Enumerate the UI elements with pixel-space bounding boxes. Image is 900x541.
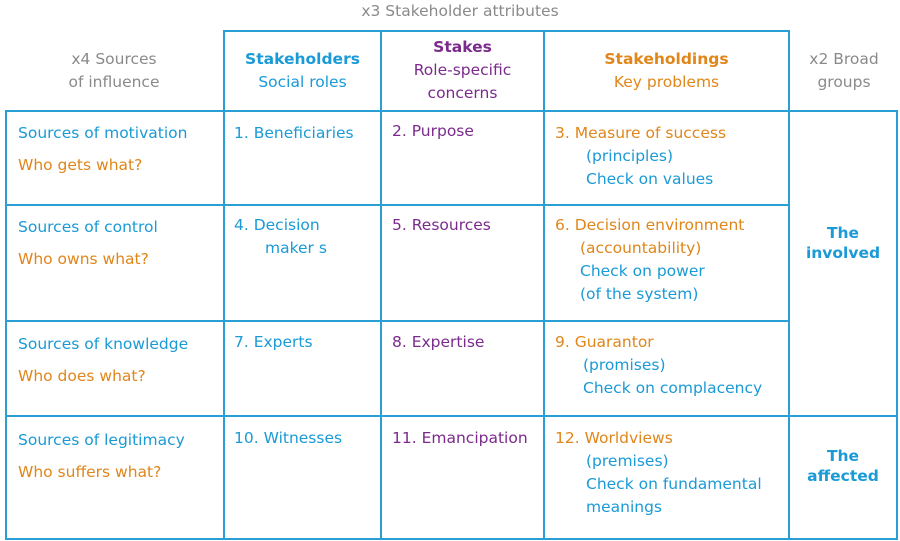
stakeholder-label: 7. Experts xyxy=(234,333,313,351)
stakeholding-title: (accountability) xyxy=(580,239,702,257)
groups-header-2: groups xyxy=(817,73,871,91)
stakeholding-detail: (principles) xyxy=(586,147,674,165)
stakeholding-detail: Check on complacency xyxy=(583,379,763,397)
grid-line xyxy=(5,320,790,322)
sources-header-2: of influence xyxy=(68,73,160,91)
source-label: Sources of legitimacy xyxy=(18,431,185,449)
stakeholding-title: 12. Worldviews xyxy=(555,429,673,447)
group-affected-2: affected xyxy=(807,467,879,485)
grid-line xyxy=(896,110,898,540)
stakeholding-title: 3. Measure of success xyxy=(555,124,727,142)
grid-line xyxy=(5,110,7,540)
stakeholding-detail: Check on fundamental xyxy=(586,475,762,493)
stake-label: 8. Expertise xyxy=(392,333,485,351)
group-involved-2: involved xyxy=(805,244,881,262)
stakes-subtitle-2: concerns xyxy=(427,84,498,102)
grid-line xyxy=(5,204,790,206)
stakeholdings-subtitle: Key problems xyxy=(613,73,720,91)
stakes-header: Stakes xyxy=(433,38,492,56)
grid-line xyxy=(380,30,382,540)
stakeholder-label: 10. Witnesses xyxy=(234,429,343,447)
question-label: Who does what? xyxy=(18,367,146,385)
grid-line xyxy=(223,30,225,540)
stakeholding-detail: Check on power xyxy=(580,262,705,280)
stakeholdings-header: Stakeholdings xyxy=(604,50,729,68)
question-label: Who gets what? xyxy=(18,156,143,174)
stakeholding-detail: Check on values xyxy=(586,170,714,188)
stakes-subtitle-1: Role-specific xyxy=(413,61,512,79)
grid-line xyxy=(543,30,545,540)
stakeholder-label: maker s xyxy=(265,239,327,257)
stakeholding-title: 9. Guarantor xyxy=(555,333,654,351)
grid-line xyxy=(5,415,898,417)
grid-line xyxy=(788,30,790,540)
source-label: Sources of control xyxy=(18,218,158,236)
attributes-header: x3 Stakeholder attributes xyxy=(361,2,559,20)
group-affected-1: The xyxy=(826,447,860,465)
stakeholding-detail: (of the system) xyxy=(580,285,699,303)
stakeholders-header: Stakeholders xyxy=(245,50,360,68)
stakeholding-detail: meanings xyxy=(586,498,663,516)
grid-line xyxy=(223,30,790,32)
source-label: Sources of knowledge xyxy=(18,335,189,353)
question-label: Who owns what? xyxy=(18,250,149,268)
group-involved-1: The xyxy=(826,224,860,242)
stakeholder-label: 4. Decision xyxy=(234,216,320,234)
stake-label: 2. Purpose xyxy=(392,122,474,140)
stake-label: 5. Resources xyxy=(392,216,491,234)
stakeholders-subtitle: Social roles xyxy=(258,73,347,91)
stake-label: 11. Emancipation xyxy=(392,429,528,447)
grid-line xyxy=(5,538,898,540)
stakeholding-title: 6. Decision environment xyxy=(555,216,745,234)
groups-header-1: x2 Broad xyxy=(809,50,879,68)
grid-line xyxy=(5,110,898,112)
source-label: Sources of motivation xyxy=(18,124,188,142)
sources-header-1: x4 Sources xyxy=(71,50,157,68)
stakeholder-label: 1. Beneficiaries xyxy=(234,124,354,142)
stakeholding-detail: (premises) xyxy=(586,452,669,470)
stakeholding-detail: (promises) xyxy=(583,356,666,374)
question-label: Who suffers what? xyxy=(18,463,162,481)
